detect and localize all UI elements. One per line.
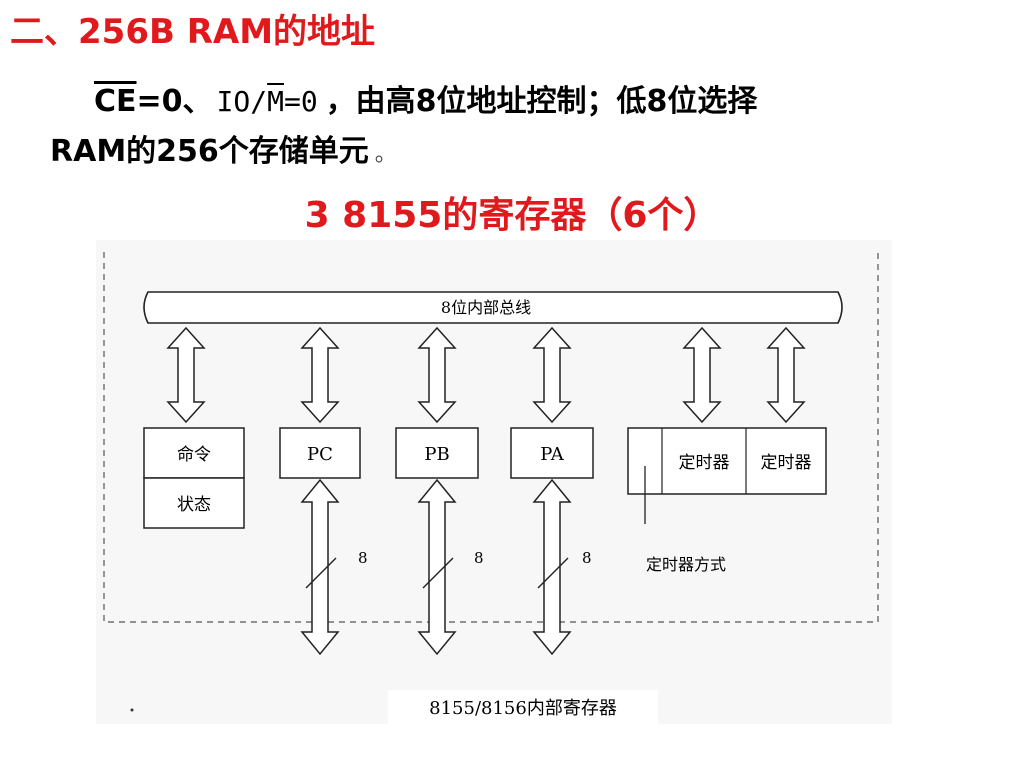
bus-arrows [166,326,806,424]
pb-register: PB [395,427,479,479]
io-m-value: =0 [283,85,318,118]
width-label-pa: 8 [582,549,592,567]
width-slash-pb [422,557,454,589]
bus-arrow-command [166,326,206,424]
pc-label: PC [307,444,333,465]
bus-arrow-pa [532,326,572,424]
pb-label: PB [424,444,449,465]
ce-signal: CE [94,84,137,119]
width-slash-pa [537,557,569,589]
pc-register: PC [279,427,361,479]
pa-register: PA [510,427,594,479]
port-arrow-pb [417,478,457,656]
width-slash-pc [305,557,337,589]
port-arrows [300,478,572,656]
width-label-pb: 8 [474,549,484,567]
bus-width-marks [305,557,569,589]
bus-arrow-pc [300,326,340,424]
io-m-signal: IO/M=0 [217,85,318,118]
command-status-register: 命令 状态 [143,427,245,529]
slide-heading: 二、256B RAM的地址 [10,12,376,52]
bus-arrow-pb [417,326,457,424]
command-register-label: 命令 [177,445,211,465]
caption-box [388,690,658,724]
m-part: M [267,85,284,118]
ram-cells-line: RAM的256个存储单元。 [50,126,397,170]
timer-mode-label: 定时器方式 [646,555,726,574]
section-subheading: 3 8155的寄存器（6个） [304,195,720,236]
status-register-label: 状态 [177,495,211,515]
pa-label: PA [540,444,564,465]
register-diagram-svg: 8位内部总线 命令 状态 PC PB [103,252,879,724]
address-control-text: ，由高8位地址控制；低8位选择 [325,84,758,119]
register-diagram: 8位内部总线 命令 状态 PC PB [96,240,892,724]
bus-label: 8位内部总线 [441,298,531,317]
bus-arrow-timer-low [682,326,722,424]
port-arrow-pc [300,478,340,656]
period: 。 [374,142,397,167]
width-label-pc: 8 [358,549,368,567]
bus-arrow-timer-high [766,326,806,424]
timer-low-label: 定时器 [679,453,730,473]
ram-cells-text: RAM的256个存储单元 [50,134,369,169]
address-control-line: CE=0、IO/M=0，由高8位地址控制；低8位选择 [94,76,757,120]
ce-value: =0、 [136,84,213,119]
io-part: IO/ [216,85,268,118]
dot-mark [130,708,134,712]
timer-registers: 定时器 定时器 定时器方式 [627,427,827,574]
diagram-caption: 8155/8156内部寄存器 [429,698,617,719]
timer-high-label: 定时器 [761,453,812,473]
port-arrow-pa [532,478,572,656]
internal-bus: 8位内部总线 [143,291,843,324]
